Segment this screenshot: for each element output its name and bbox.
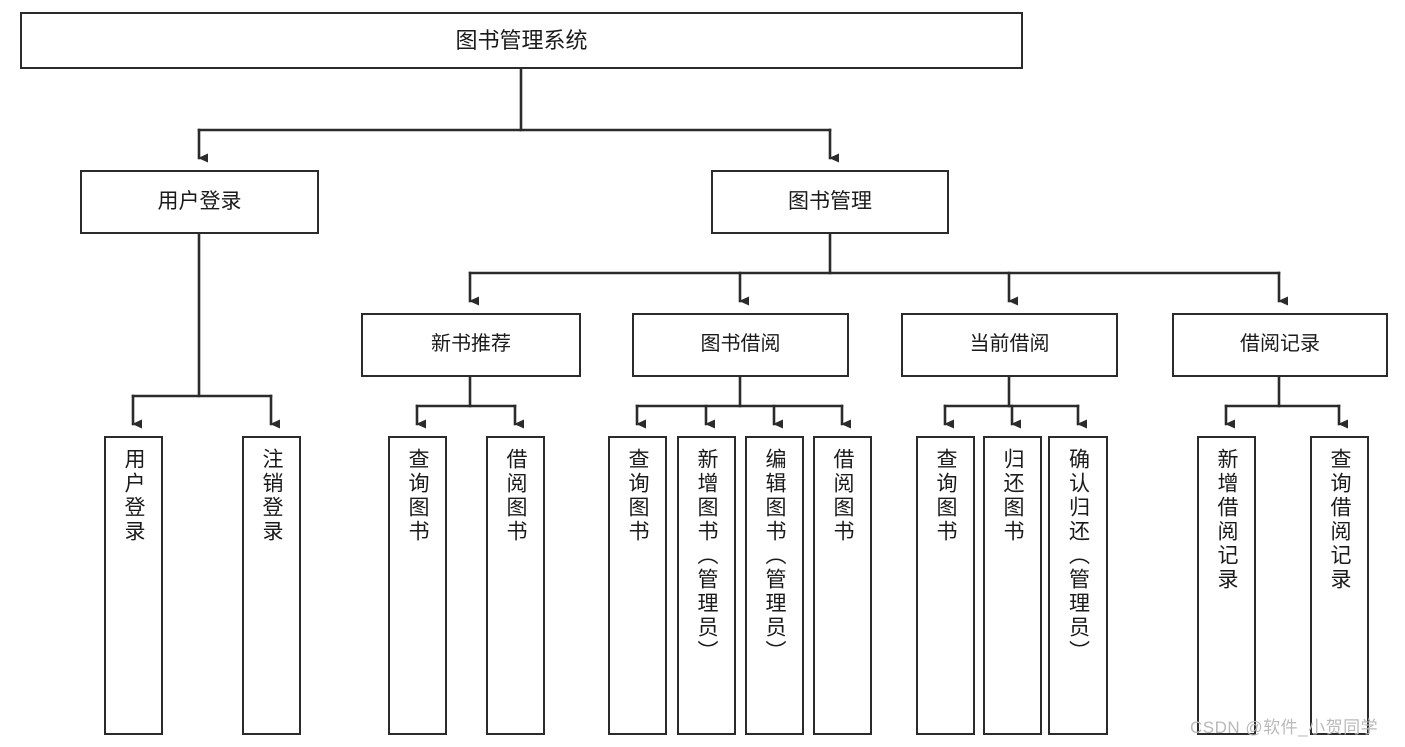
- node-new-book-recommend[interactable]: 新书推荐: [361, 313, 581, 377]
- node-current-borrow[interactable]: 当前借阅: [901, 313, 1118, 377]
- node-leaf-logout-label: 注销登录: [260, 448, 283, 544]
- node-leaf-user-login-label: 用户登录: [122, 448, 145, 544]
- node-new-book-recommend-label: 新书推荐: [431, 333, 511, 356]
- node-borrow-record[interactable]: 借阅记录: [1172, 313, 1388, 377]
- node-leaf-query-book-recommend[interactable]: 查询图书: [388, 436, 447, 735]
- node-leaf-add-book-admin-label: 新增图书（管理员）: [695, 448, 718, 664]
- node-leaf-borrow-book-label: 借阅图书: [831, 448, 854, 544]
- node-leaf-add-borrow-record-label: 新增借阅记录: [1215, 448, 1238, 592]
- node-leaf-user-login[interactable]: 用户登录: [104, 436, 163, 735]
- node-leaf-query-book-current-label: 查询图书: [934, 448, 957, 544]
- node-leaf-logout[interactable]: 注销登录: [242, 436, 301, 735]
- node-leaf-query-borrow-record-label: 查询借阅记录: [1328, 448, 1351, 592]
- node-user-login-label: 用户登录: [157, 189, 242, 213]
- node-leaf-query-book-current[interactable]: 查询图书: [916, 436, 975, 735]
- node-leaf-return-book[interactable]: 归还图书: [983, 436, 1042, 735]
- node-current-borrow-label: 当前借阅: [969, 333, 1050, 356]
- node-leaf-add-book-admin[interactable]: 新增图书（管理员）: [677, 436, 736, 735]
- node-leaf-borrow-book[interactable]: 借阅图书: [813, 436, 872, 735]
- node-book-management[interactable]: 图书管理: [711, 170, 949, 234]
- csdn-watermark: CSDN @软件_小贺同学: [1190, 718, 1379, 737]
- node-root-system-label: 图书管理系统: [455, 27, 588, 53]
- node-root-system[interactable]: 图书管理系统: [20, 12, 1023, 69]
- node-book-borrow[interactable]: 图书借阅: [632, 313, 849, 377]
- node-leaf-edit-book-admin-label: 编辑图书（管理员）: [763, 448, 786, 664]
- node-user-login[interactable]: 用户登录: [80, 170, 319, 234]
- node-borrow-record-label: 借阅记录: [1240, 333, 1320, 356]
- node-leaf-edit-book-admin[interactable]: 编辑图书（管理员）: [745, 436, 804, 735]
- node-leaf-query-book-recommend-label: 查询图书: [406, 448, 429, 544]
- node-leaf-return-book-label: 归还图书: [1001, 448, 1024, 544]
- node-leaf-borrow-book-recommend[interactable]: 借阅图书: [486, 436, 545, 735]
- node-leaf-query-book-borrow[interactable]: 查询图书: [608, 436, 667, 735]
- node-leaf-add-borrow-record[interactable]: 新增借阅记录: [1197, 436, 1256, 735]
- node-leaf-query-book-borrow-label: 查询图书: [626, 448, 649, 544]
- node-leaf-borrow-book-recommend-label: 借阅图书: [504, 448, 527, 544]
- node-book-management-label: 图书管理: [788, 189, 872, 213]
- node-book-borrow-label: 图书借阅: [700, 333, 781, 356]
- node-leaf-query-borrow-record[interactable]: 查询借阅记录: [1310, 436, 1369, 735]
- node-leaf-confirm-return-admin-label: 确认归还（管理员）: [1066, 448, 1090, 664]
- node-leaf-confirm-return-admin[interactable]: 确认归还（管理员）: [1048, 436, 1108, 735]
